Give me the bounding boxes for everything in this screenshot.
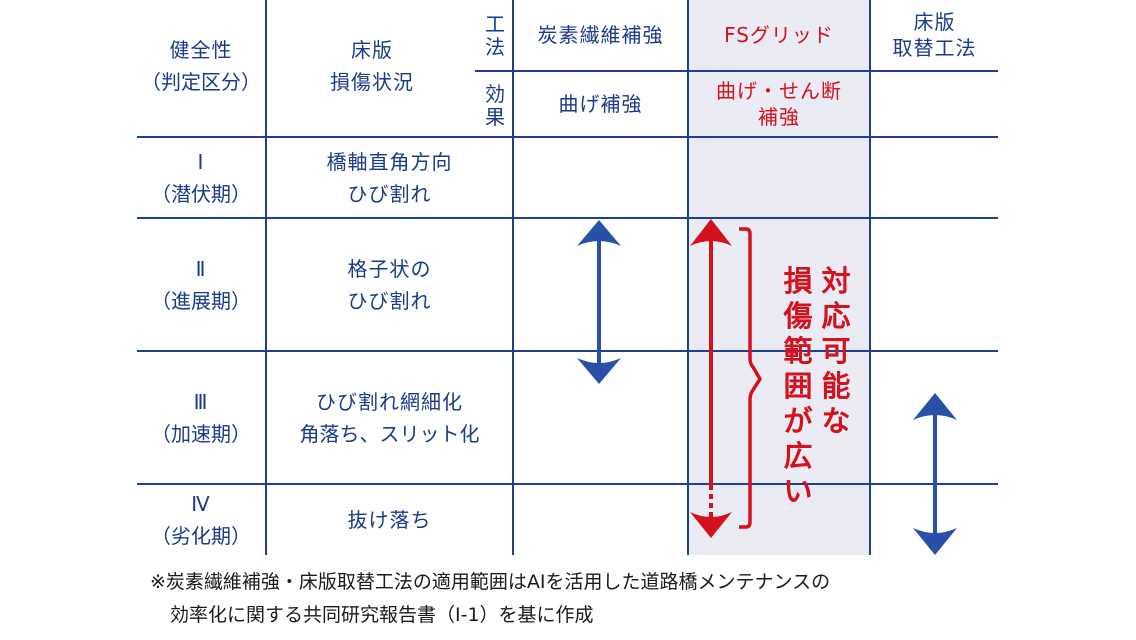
- header-divider-method-effect: [475, 70, 998, 72]
- effect-fs-grid: 曲げ・せん断 補強: [689, 72, 869, 136]
- row-2-damage: 格子状の ひび割れ: [267, 219, 512, 350]
- label-method: 工 法: [478, 10, 512, 62]
- annotation-col-right: 対 応 可 能 な: [818, 264, 854, 439]
- annotation-char: 能: [821, 369, 851, 403]
- carbon-fiber-range-arrow-icon: [577, 220, 621, 384]
- label-effect-char2: 果: [485, 105, 505, 129]
- row-3-grade: Ⅲ （加速期）: [137, 352, 265, 483]
- col-line-1: [265, 0, 267, 555]
- row-3-grade-numeral: Ⅲ: [193, 389, 209, 414]
- annotation-char: い: [783, 474, 813, 508]
- row-2-grade-numeral: Ⅱ: [195, 256, 207, 281]
- annotation-char: な: [821, 404, 851, 438]
- row-4-grade: Ⅳ （劣化期）: [137, 485, 265, 555]
- slab-replacement-range-arrow-icon: [913, 393, 957, 555]
- annotation-col-left: 損 傷 範 囲 が 広 い: [780, 264, 816, 509]
- annotation-char: が: [783, 404, 813, 438]
- row-1-grade: Ⅰ （潜伏期）: [137, 138, 265, 217]
- header-health-grade: 健全性 （判定区分）: [137, 30, 265, 102]
- row-3-damage: ひび割れ網細化 角落ち、スリット化: [267, 352, 512, 483]
- footnote-line-2: 効率化に関する共同研究報告書（Ⅰ-1）を基に作成: [170, 604, 594, 626]
- fs-grid-column-shade: [688, 0, 870, 555]
- col-line-3: [687, 0, 689, 555]
- col-line-2: [512, 0, 514, 555]
- row-4-damage-line1: 抜け落ち: [347, 508, 432, 532]
- method-carbon-fiber-label: 炭素繊維補強: [537, 23, 664, 47]
- footnote-line-1: ※炭素繊維補強・床版取替工法の適用範囲はAIを活用した道路橋メンテナンスの: [150, 571, 831, 593]
- row-2-grade-stage: （進展期）: [151, 288, 251, 313]
- row-3-grade-stage: （加速期）: [151, 421, 251, 446]
- effect-fs-grid-line2: 補強: [758, 105, 800, 129]
- row-line-3: [137, 483, 998, 485]
- fs-grid-brace-icon: [739, 227, 762, 529]
- annotation-char: 広: [783, 439, 813, 473]
- method-fs-grid: FSグリッド: [689, 0, 869, 70]
- row-2-grade: Ⅱ （進展期）: [137, 219, 265, 350]
- header-damage-line1: 床版: [351, 38, 393, 62]
- row-line-2: [137, 350, 998, 352]
- header-health-line2: （判定区分）: [141, 70, 261, 94]
- label-method-char2: 法: [485, 35, 505, 59]
- col-line-4: [869, 0, 871, 555]
- effect-fs-grid-line1: 曲げ・せん断: [716, 79, 842, 103]
- header-bottom-line: [137, 136, 998, 138]
- label-method-char1: 工: [485, 12, 505, 36]
- header-health-line1: 健全性: [169, 38, 233, 62]
- row-4-grade-stage: （劣化期）: [151, 524, 251, 548]
- method-fs-grid-label: FSグリッド: [724, 23, 834, 47]
- label-effect-char1: 効: [485, 82, 505, 106]
- header-damage-status: 床版 損傷状況: [267, 30, 477, 102]
- row-3-damage-line2: 角落ち、スリット化: [299, 421, 480, 446]
- annotation-char: 対: [821, 264, 851, 298]
- row-2-damage-line2: ひび割れ: [347, 288, 432, 313]
- row-1-damage: 橋軸直角方向 ひび割れ: [267, 138, 512, 217]
- annotation-char: 損: [783, 264, 813, 298]
- method-carbon-fiber: 炭素繊維補強: [514, 0, 687, 70]
- annotation-char: 可: [821, 334, 851, 368]
- row-4-grade-numeral: Ⅳ: [191, 492, 211, 516]
- annotation-char: 応: [821, 299, 851, 333]
- effect-carbon-fiber: 曲げ補強: [514, 72, 687, 136]
- row-line-1: [137, 217, 998, 219]
- method-slab-replacement: 床版 取替工法: [871, 0, 998, 70]
- header-damage-line2: 損傷状況: [330, 70, 414, 94]
- method-slab-line1: 床版: [913, 10, 956, 34]
- fs-grid-range-arrow-icon: [690, 219, 732, 538]
- annotation-char: 囲: [783, 369, 813, 403]
- row-1-grade-stage: （潜伏期）: [151, 181, 251, 206]
- effect-carbon-fiber-label: 曲げ補強: [558, 92, 643, 116]
- row-2-damage-line1: 格子状の: [347, 256, 432, 281]
- label-effect: 効 果: [478, 80, 512, 132]
- annotation-char: 傷: [783, 299, 813, 333]
- method-slab-line2: 取替工法: [892, 36, 977, 60]
- row-1-damage-line1: 橋軸直角方向: [326, 149, 453, 174]
- row-1-grade-numeral: Ⅰ: [197, 149, 205, 174]
- row-4-damage: 抜け落ち: [267, 485, 512, 555]
- annotation-char: 範: [783, 334, 813, 368]
- row-1-damage-line2: ひび割れ: [347, 181, 432, 206]
- row-3-damage-line1: ひび割れ網細化: [316, 389, 463, 414]
